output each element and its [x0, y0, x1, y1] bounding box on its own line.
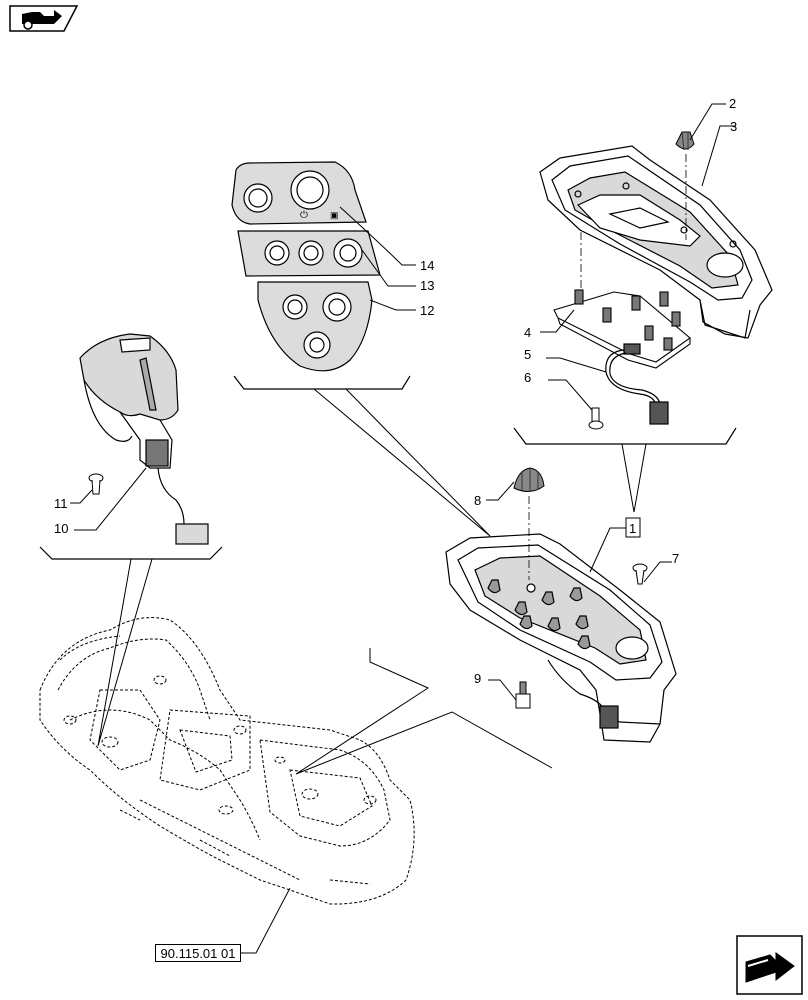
- callout-box-1: [625, 517, 641, 538]
- callout-14: 14: [420, 258, 434, 273]
- leader-line-10: [74, 467, 147, 531]
- leader-line-3: [701, 125, 736, 187]
- lever-assembly-10: [79, 333, 209, 545]
- next-page-arrow-icon[interactable]: [736, 935, 803, 995]
- controls-panel-12: [257, 281, 373, 372]
- leader-line-7: [643, 561, 672, 583]
- controls-panel-13: [237, 230, 381, 277]
- callout-7: 7: [672, 551, 679, 566]
- callout-12: 12: [420, 303, 434, 318]
- console-tray-top: [539, 145, 773, 339]
- svg-text:▣: ▣: [330, 210, 339, 220]
- leader-line-1: [621, 443, 647, 513]
- leader-line-6: [548, 379, 593, 411]
- wiring-harness-part-5: [605, 343, 669, 425]
- leader-lines-panels: [339, 206, 416, 311]
- callout-3: 3: [730, 119, 737, 134]
- screw-part-7: [632, 563, 648, 585]
- leader-line-2: [689, 103, 726, 141]
- screw-part-11: [88, 473, 104, 495]
- leader-line-4: [540, 309, 575, 333]
- knob-part-2: [675, 131, 695, 151]
- callout-10: 10: [54, 521, 68, 536]
- leader-line-tray-1: [589, 527, 626, 573]
- callout-1: 1: [629, 521, 636, 536]
- tray-group-bracket: [513, 427, 737, 445]
- callout-2: 2: [729, 96, 736, 111]
- tractor-direction-icon[interactable]: [9, 5, 79, 32]
- callout-5: 5: [524, 347, 531, 362]
- panel-group-bracket: [233, 375, 411, 390]
- callout-11: 11: [54, 496, 68, 511]
- knob-part-8: [513, 467, 545, 492]
- console-tray-assembly-1: [445, 533, 677, 743]
- potentiometer-part-9: [515, 681, 531, 709]
- callout-8: 8: [474, 493, 481, 508]
- console-base-dashed: [39, 617, 415, 905]
- leader-line-11: [70, 489, 93, 504]
- lever-group-bracket: [39, 546, 223, 560]
- leader-line-8: [486, 481, 515, 501]
- screw-part-6: [588, 407, 604, 430]
- reference-link-button[interactable]: 90.115.01 01: [155, 944, 241, 962]
- assembly-pointer-lines: [97, 388, 553, 775]
- leader-line-reference: [241, 887, 291, 954]
- circuit-board-part-4: [553, 289, 691, 369]
- callout-4: 4: [524, 325, 531, 340]
- controls-panel-14: ⏻ ▣: [231, 161, 367, 225]
- svg-text:⏻: ⏻: [300, 210, 308, 221]
- callout-13: 13: [420, 278, 434, 293]
- callout-9: 9: [474, 671, 481, 686]
- callout-6: 6: [524, 370, 531, 385]
- leader-line-5: [546, 357, 607, 373]
- leader-line-9: [488, 679, 517, 701]
